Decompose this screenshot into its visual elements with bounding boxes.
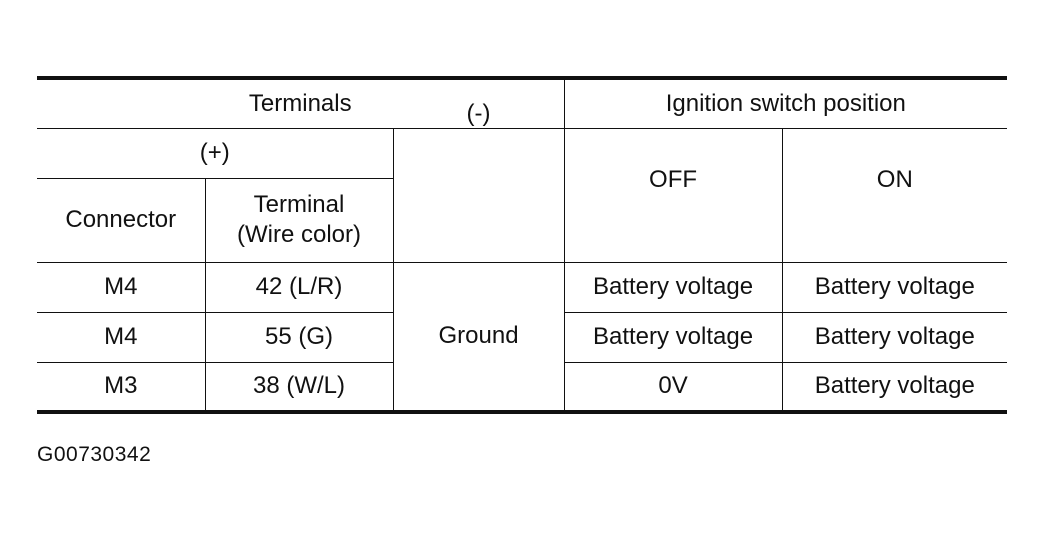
header-row-3: Connector Terminal (Wire color) <box>37 177 1007 263</box>
connector-cell: M4 <box>37 261 206 313</box>
table-row: M4 42 (L/R) Ground Battery voltage Batte… <box>37 261 1008 414</box>
terminal-voltage-table: Terminals Ignition switch position (+) (… <box>37 76 1008 414</box>
header-row-1: Terminals Ignition switch position <box>37 76 1008 129</box>
terminals-header: Terminals <box>37 76 565 129</box>
terminal-header-line1: Terminal <box>253 191 345 218</box>
on-value-cell: Battery voltage <box>781 261 1008 313</box>
off-header-label: OFF <box>649 166 698 193</box>
on-value-cell: Battery voltage <box>781 311 1008 363</box>
negative-header: (-) <box>392 100 565 263</box>
figure-id: G00730342 <box>37 443 152 466</box>
on-value-cell: Battery voltage <box>781 361 1008 414</box>
connector-header: Connector <box>37 177 206 263</box>
off-value-cell: Battery voltage <box>563 311 783 363</box>
header-row-2: (+) (-) OFF ON <box>37 100 1008 263</box>
terminal-cell: 42 (L/R) <box>204 261 394 313</box>
on-header: ON <box>781 127 1008 263</box>
off-header: OFF <box>563 127 783 263</box>
ground-cell: Ground <box>392 261 565 414</box>
off-value-cell: 0V <box>563 361 783 414</box>
table-row: M3 38 (W/L) 0V Battery voltage <box>37 361 1008 414</box>
on-header-label: ON <box>876 166 913 193</box>
terminal-cell: 55 (G) <box>204 311 394 363</box>
connector-cell: M4 <box>37 311 206 363</box>
terminal-voltage-table-container: Terminals Ignition switch position (+) (… <box>37 76 1008 414</box>
terminal-wire-color-header: Terminal (Wire color) <box>204 177 393 263</box>
ignition-switch-position-header: Ignition switch position <box>563 76 1008 129</box>
terminal-cell: 38 (W/L) <box>204 361 394 414</box>
negative-header-label: (-) <box>466 99 491 127</box>
connector-cell: M3 <box>37 361 206 414</box>
terminal-header-line2: (Wire color) <box>237 221 361 248</box>
positive-header: (+) <box>37 127 394 179</box>
off-value-cell: Battery voltage <box>563 261 783 313</box>
